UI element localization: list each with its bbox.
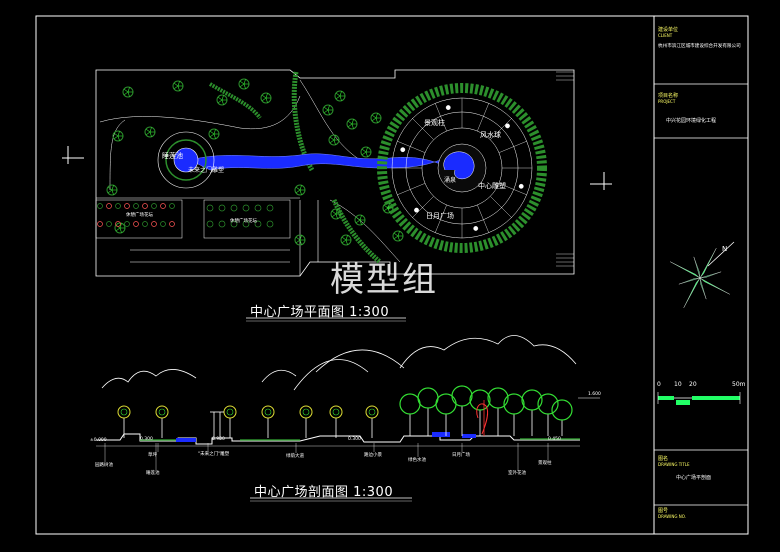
plan-tree-icon bbox=[112, 130, 124, 142]
plan-tree-icon bbox=[360, 146, 372, 158]
section-label: 室外花池 bbox=[508, 471, 526, 476]
plan-tree-icon bbox=[392, 230, 404, 242]
crosshair-right-icon bbox=[590, 172, 612, 190]
plan-tree-icon bbox=[294, 184, 306, 196]
plan-tree-icon bbox=[172, 80, 184, 92]
section-tree-icon bbox=[117, 405, 131, 438]
svg-text:N: N bbox=[722, 245, 727, 253]
drawing-border bbox=[35, 15, 749, 535]
plan-tree-icon bbox=[114, 222, 126, 234]
drawing-number-label: 图号 bbox=[658, 508, 669, 514]
section-tree-icon bbox=[551, 399, 573, 436]
section-tree-icon bbox=[417, 387, 439, 436]
section-tree-icon bbox=[521, 389, 543, 436]
plan-tree-icon bbox=[354, 214, 366, 226]
sun-moon-plaza-label: 日月广场 bbox=[426, 212, 454, 220]
flower-bed-label-1: 休憩广场花坛 bbox=[126, 213, 153, 218]
scale-tick-0: 0 bbox=[657, 381, 661, 388]
plan-tree-icon bbox=[334, 90, 346, 102]
plan-tree-icon bbox=[328, 134, 340, 146]
section-tree-icon bbox=[399, 393, 421, 436]
north-arrow-icon: N bbox=[670, 241, 735, 308]
plan-tree-icon bbox=[208, 128, 220, 140]
section-label: 绿色水池 bbox=[408, 458, 426, 463]
plan-tree-icon bbox=[260, 92, 272, 104]
section-drawing bbox=[96, 335, 600, 470]
watermark-text: 模型组 bbox=[330, 260, 438, 300]
plan-tree-icon bbox=[322, 104, 334, 116]
section-tree-icon bbox=[469, 389, 491, 436]
section-label: "未来之门"雕塑 bbox=[198, 452, 230, 457]
elevation-mark: 0.300 bbox=[140, 437, 153, 442]
section-tree-icon bbox=[365, 405, 379, 438]
plan-tree-icon bbox=[340, 234, 352, 246]
drawing-number-label-en: DRAWING NO. bbox=[658, 514, 686, 519]
lotus-pond-label: 睡莲池 bbox=[162, 152, 183, 160]
future-gate-label: 未来之门雕塑 bbox=[188, 167, 225, 174]
landscape-pillar-label: 景观柱 bbox=[424, 119, 445, 127]
water-feature-label: 涌泉 bbox=[444, 177, 457, 184]
section-tree-icon bbox=[155, 405, 169, 438]
plan-tree-icon bbox=[144, 126, 156, 138]
project-label-en: PROJECT bbox=[658, 99, 676, 104]
drawing-title-label: 图名 bbox=[658, 456, 669, 462]
section-label: 草坪 bbox=[148, 453, 157, 458]
scale-bar bbox=[657, 392, 741, 405]
section-label: 园路树池 bbox=[95, 463, 113, 468]
section-tree-icon bbox=[451, 385, 473, 436]
section-label: 睡莲池 bbox=[146, 471, 160, 476]
plan-tree-icon bbox=[382, 202, 394, 214]
plan-tree-icon bbox=[122, 86, 134, 98]
section-tree-icon bbox=[487, 387, 509, 436]
plan-drawing bbox=[95, 69, 575, 277]
plan-tree-icon bbox=[346, 118, 358, 130]
section-tree-icon bbox=[261, 405, 275, 438]
plan-tree-icon bbox=[238, 78, 250, 90]
scale-tick-10: 10 bbox=[674, 381, 682, 388]
plan-tree-icon bbox=[216, 94, 228, 106]
project-value: 中兴花园环境绿化工程 bbox=[666, 118, 717, 124]
crosshair-left-icon bbox=[62, 146, 84, 164]
wind-ball-label: 风水球 bbox=[480, 131, 501, 139]
drawing-title-label-en: DRAWING TITLE bbox=[658, 462, 690, 467]
owner-value: 杭州市滨江区城市建设综合开发有限公司 bbox=[658, 44, 741, 49]
plan-title: 中心广场平面图 1:300 bbox=[250, 305, 390, 320]
section-label: 景观柱 bbox=[538, 461, 552, 466]
section-label: 日月广场 bbox=[452, 453, 470, 458]
plan-tree-icon bbox=[106, 184, 118, 196]
section-tree-icon bbox=[299, 405, 313, 438]
section-title: 中心广场剖面图 1:300 bbox=[254, 485, 394, 500]
section-label: 路边小景 bbox=[364, 453, 382, 458]
project-label: 项目名称 bbox=[658, 93, 679, 99]
flower-bed-label-2: 休憩广场花坛 bbox=[230, 219, 257, 224]
section-tree-icon bbox=[223, 405, 237, 438]
section-tree-icon bbox=[329, 405, 343, 438]
center-sculpture-label: 中心雕塑 bbox=[478, 182, 506, 190]
section-tree-icon bbox=[503, 393, 525, 436]
elevation-mark: 0.450 bbox=[548, 437, 561, 442]
section-tree-icon bbox=[537, 393, 559, 436]
scale-tick-20: 20 bbox=[689, 381, 697, 388]
elevation-mark: 0.300 bbox=[348, 437, 361, 442]
owner-label-en: CLIENT bbox=[658, 33, 673, 38]
drawing-title-value: 中心广场平剖面 bbox=[676, 475, 712, 481]
scale-tick-50m: 50m bbox=[732, 381, 746, 388]
elevation-mark: 1.600 bbox=[588, 392, 601, 397]
elevation-mark: ±0.000 bbox=[90, 438, 107, 443]
plan-tree-icon bbox=[330, 208, 342, 220]
elevation-mark: 0.900 bbox=[212, 437, 225, 442]
plan-tree-icon bbox=[370, 112, 382, 124]
section-label: 绿荫大道 bbox=[286, 454, 304, 459]
plan-tree-icon bbox=[294, 234, 306, 246]
owner-label: 建设单位 bbox=[658, 27, 679, 33]
